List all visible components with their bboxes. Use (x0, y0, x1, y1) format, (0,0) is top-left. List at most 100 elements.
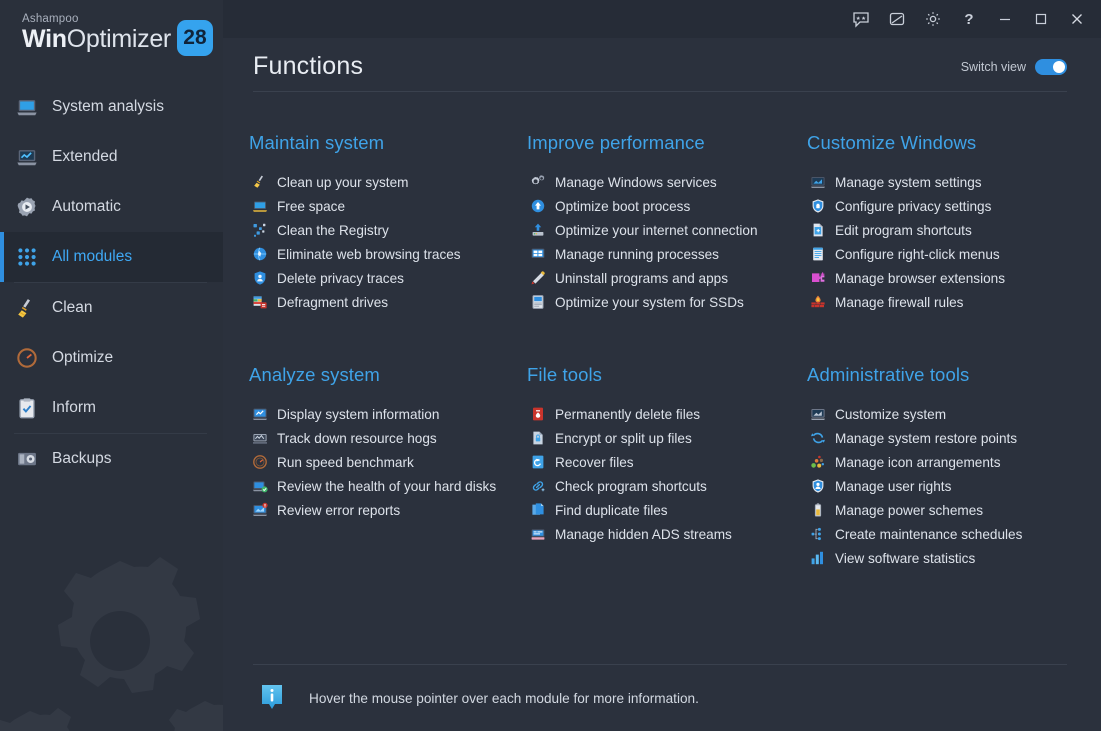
function-link-encrypt-or-split-up-files[interactable]: Encrypt or split up files (527, 426, 799, 450)
function-link-track-down-resource-hogs[interactable]: Track down resource hogs (249, 426, 524, 450)
function-link-label: Free space (277, 198, 346, 214)
encrypt-file-icon (527, 430, 549, 446)
sidebar-item-clean[interactable]: Clean (0, 283, 223, 333)
function-link-label: Manage system restore points (835, 430, 1018, 446)
function-link-optimize-your-internet-connection[interactable]: Optimize your internet connection (527, 218, 799, 242)
laptop-icon (14, 96, 40, 118)
help-icon[interactable]: ? (951, 3, 987, 35)
function-link-review-the-health-of-your-hard-disks[interactable]: Review the health of your hard disks (249, 474, 524, 498)
function-link-review-error-reports[interactable]: Review error reports (249, 498, 524, 522)
sidebar-item-inform[interactable]: Inform (0, 383, 223, 433)
function-link-edit-program-shortcuts[interactable]: Edit program shortcuts (807, 218, 1081, 242)
function-link-optimize-your-system-for-ssds[interactable]: Optimize your system for SSDs (527, 290, 799, 314)
sidebar-item-label: System analysis (52, 98, 164, 115)
function-link-create-maintenance-schedules[interactable]: Create maintenance schedules (807, 522, 1081, 546)
sidebar-item-system-analysis[interactable]: System analysis (0, 82, 223, 132)
function-link-customize-system[interactable]: Customize system (807, 402, 1081, 426)
maximize-icon[interactable] (1023, 3, 1059, 35)
rate-icon[interactable] (879, 3, 915, 35)
function-link-free-space[interactable]: Free space (249, 194, 524, 218)
version-badge: 28 (176, 20, 213, 56)
function-link-manage-browser-extensions[interactable]: Manage browser extensions (807, 266, 1081, 290)
function-link-manage-running-processes[interactable]: Manage running processes (527, 242, 799, 266)
function-link-eliminate-web-browsing-traces[interactable]: Eliminate web browsing traces (249, 242, 524, 266)
function-link-manage-windows-services[interactable]: Manage Windows services (527, 170, 799, 194)
function-link-manage-system-restore-points[interactable]: Manage system restore points (807, 426, 1081, 450)
switch-view-control[interactable]: Switch view (961, 59, 1067, 81)
function-link-manage-user-rights[interactable]: Manage user rights (807, 474, 1081, 498)
sidebar-item-extended[interactable]: Extended (0, 132, 223, 182)
sidebar-item-optimize[interactable]: Optimize (0, 333, 223, 383)
gear-icon[interactable] (915, 3, 951, 35)
function-link-find-duplicate-files[interactable]: Find duplicate files (527, 498, 799, 522)
logo-product-name: WinOptimizer (22, 25, 171, 53)
function-link-configure-right-click-menus[interactable]: Configure right-click menus (807, 242, 1081, 266)
sidebar-item-all-modules[interactable]: All modules (0, 232, 223, 282)
defrag-icon (249, 294, 271, 310)
function-link-manage-firewall-rules[interactable]: Manage firewall rules (807, 290, 1081, 314)
function-link-manage-power-schemes[interactable]: Manage power schemes (807, 498, 1081, 522)
grid-dots-icon (14, 246, 40, 268)
function-link-label: Check program shortcuts (555, 478, 707, 494)
function-link-defragment-drives[interactable]: Defragment drives (249, 290, 524, 314)
function-link-recover-files[interactable]: Recover files (527, 450, 799, 474)
function-link-label: Clean the Registry (277, 222, 389, 238)
boot-arrow-icon (527, 198, 549, 214)
function-link-label: Manage running processes (555, 246, 719, 262)
function-link-label: Optimize your internet connection (555, 222, 758, 238)
sidebar-divider (14, 433, 207, 434)
function-link-label: Manage user rights (835, 478, 952, 494)
switch-view-toggle[interactable] (1035, 59, 1067, 75)
function-link-run-speed-benchmark[interactable]: Run speed benchmark (249, 450, 524, 474)
feedback-icon[interactable] (843, 3, 879, 35)
function-link-label: Manage browser extensions (835, 270, 1006, 286)
function-link-label: Edit program shortcuts (835, 222, 972, 238)
footer-divider (253, 664, 1067, 665)
registry-icon (249, 222, 271, 238)
minimize-icon[interactable] (987, 3, 1023, 35)
sidebar-item-label: Backups (52, 450, 112, 467)
chart-laptop-icon (14, 146, 40, 168)
logo-name-light: Optimizer (66, 24, 172, 53)
function-link-label: Configure privacy settings (835, 198, 992, 214)
group-title: Customize Windows (807, 132, 977, 153)
function-link-clean-the-registry[interactable]: Clean the Registry (249, 218, 524, 242)
function-link-label: Clean up your system (277, 174, 409, 190)
sidebar-item-label: All modules (52, 248, 133, 265)
sysinfo-icon (249, 406, 271, 422)
sidebar-divider (14, 282, 207, 283)
sidebar-item-automatic[interactable]: Automatic (0, 182, 223, 232)
function-link-check-program-shortcuts[interactable]: Check program shortcuts (527, 474, 799, 498)
clipboard-check-icon (14, 397, 40, 419)
function-link-display-system-information[interactable]: Display system information (249, 402, 524, 426)
group-title: Analyze system (249, 364, 380, 385)
function-link-uninstall-programs-and-apps[interactable]: Uninstall programs and apps (527, 266, 799, 290)
function-link-manage-icon-arrangements[interactable]: Manage icon arrangements (807, 450, 1081, 474)
function-link-label: Defragment drives (277, 294, 389, 310)
close-icon[interactable] (1059, 3, 1095, 35)
footer-hint-bar: Hover the mouse pointer over each module… (223, 665, 1101, 731)
page-title: Functions (253, 52, 364, 80)
function-link-delete-privacy-traces[interactable]: Delete privacy traces (249, 266, 524, 290)
resource-monitor-icon (249, 430, 271, 446)
function-link-manage-system-settings[interactable]: Manage system settings (807, 170, 1081, 194)
function-link-clean-up-your-system[interactable]: Clean up your system (249, 170, 524, 194)
function-link-label: Configure right-click menus (835, 246, 1000, 262)
function-link-permanently-delete-files[interactable]: Permanently delete files (527, 402, 799, 426)
gear-play-icon (14, 196, 40, 218)
battery-icon (807, 502, 829, 518)
function-link-view-software-statistics[interactable]: View software statistics (807, 546, 1081, 570)
processes-icon (527, 246, 549, 262)
function-link-label: Manage power schemes (835, 502, 984, 518)
logo-name-bold: Win (22, 24, 67, 53)
sidebar-item-label: Extended (52, 148, 118, 165)
function-link-manage-hidden-ads-streams[interactable]: Manage hidden ADS streams (527, 522, 799, 546)
group-title: Maintain system (249, 132, 385, 153)
function-link-configure-privacy-settings[interactable]: Configure privacy settings (807, 194, 1081, 218)
sidebar-item-backups[interactable]: Backups (0, 434, 223, 484)
function-link-optimize-boot-process[interactable]: Optimize boot process (527, 194, 799, 218)
